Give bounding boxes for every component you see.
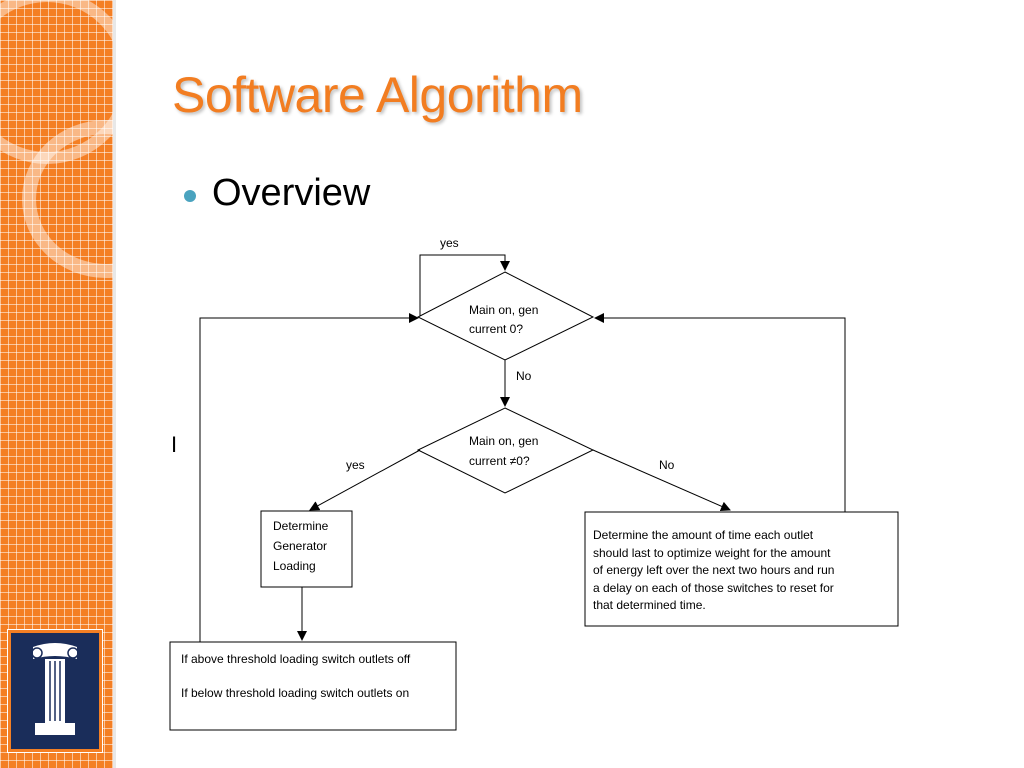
decision-2-line-1: Main on, gen [469,434,538,448]
stray-text-mark: I [171,432,178,457]
threshold-loop-connector [199,313,419,642]
timing-text: Determine the amount of time each outlet… [593,527,834,615]
yes-connector [309,449,421,511]
label-loop-yes: yes [440,236,459,250]
generator-text-line: Generator [273,539,328,553]
slide-title: Software Algorithm [172,67,583,123]
decision-node-2 [416,407,595,494]
timing-text-line: of energy left over the next two hours a… [593,563,835,577]
generator-loading-text: Determine Generator Loading [273,516,328,576]
timing-box [584,511,899,627]
threshold-text: If above threshold loading switch outlet… [181,649,410,703]
label-left-yes: yes [346,458,365,472]
yes-loop-connector [419,254,510,316]
university-logo [7,629,103,753]
timing-text-line: that determined time. [593,598,706,612]
decorative-sidebar [0,0,113,768]
timing-text-line: Determine the amount of time each outlet [593,528,814,542]
timing-text-line: a delay on each of those switches to res… [593,580,834,595]
label-no-down: No [516,369,532,383]
timing-text-line: should last to optimize weight for the a… [593,545,831,560]
bullet-overview: Overview [212,172,371,214]
threshold-text-line-on: If below threshold loading switch outlet… [181,686,410,700]
threshold-box [169,641,457,731]
decision-2-line-2: current ≠0? [469,454,530,468]
generator-text-line: Determine [273,519,329,533]
generator-loading-box [260,510,353,588]
block-i-icon [31,643,79,735]
timing-loop-connector [594,313,846,512]
decision-1-line-2: current 0? [469,322,523,336]
label-right-no: No [659,458,675,472]
sidebar-divider [113,0,116,768]
threshold-text-line-off: If above threshold loading switch outlet… [181,652,411,666]
bullet-dot [184,190,196,202]
decision-1-line-1: Main on, gen [469,303,538,317]
generator-text-line: Loading [273,559,316,573]
no-right-connector [592,449,731,511]
